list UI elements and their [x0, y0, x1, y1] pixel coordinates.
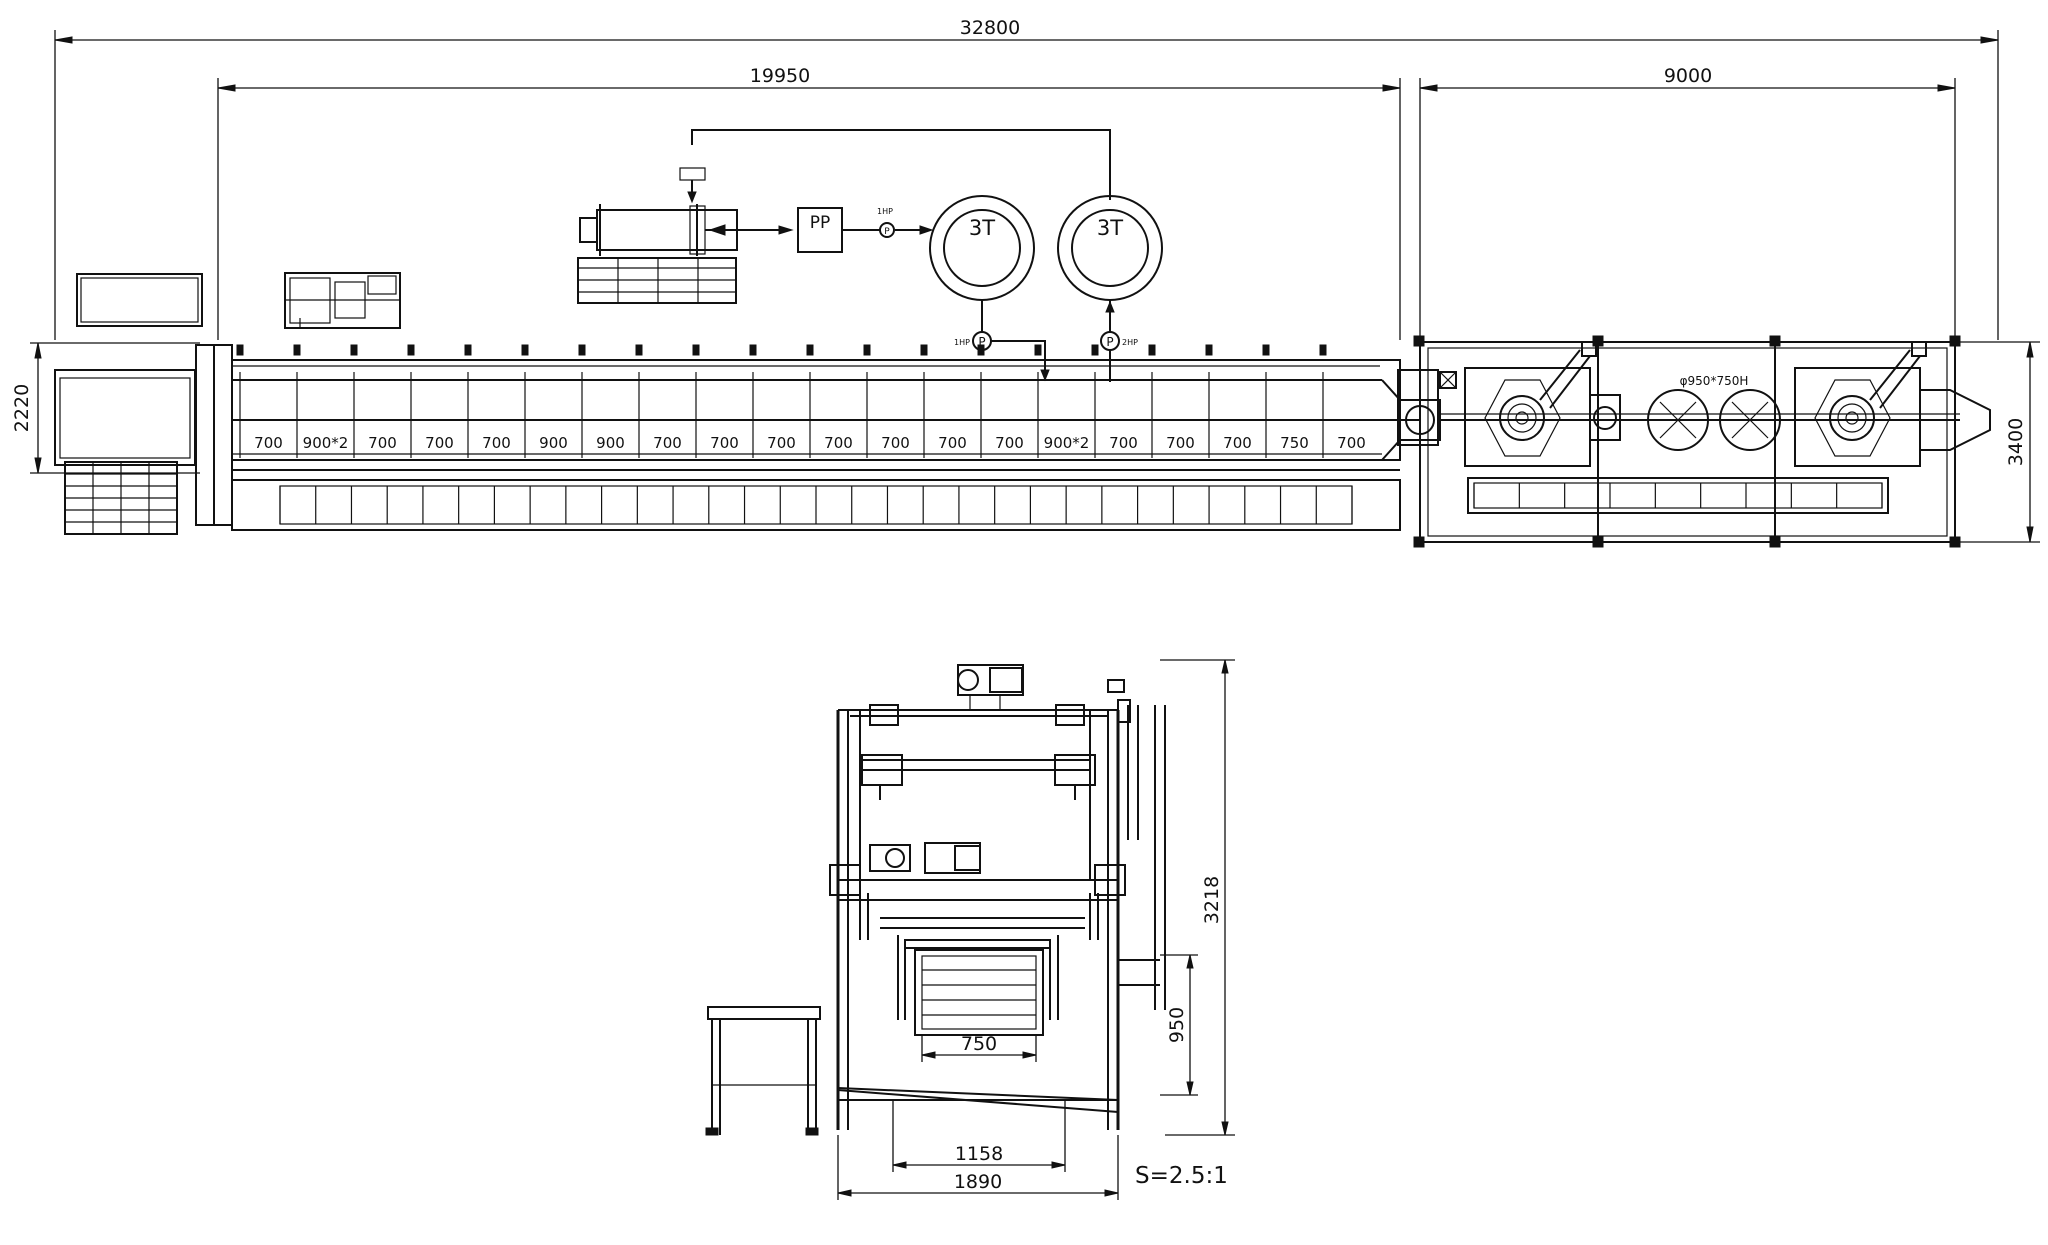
bath-dimension: 700 [482, 434, 511, 452]
tank-post [635, 344, 643, 356]
dimension-basket-height: 950 [1160, 954, 1198, 1096]
pump-2hp-hp: 2HP [1122, 338, 1138, 347]
scale-note: S=2.5:1 [1135, 1163, 1228, 1189]
dimension-total-height: 3218 [1160, 659, 1235, 1136]
bottom-rack [231, 479, 1401, 531]
dimension-overall: 32800 [54, 17, 1999, 340]
bath-dimension: 700 [1166, 434, 1195, 452]
pump-2hp: P 2HP [1100, 300, 1138, 382]
dimension-left-section-value: 19950 [750, 65, 810, 87]
tank-post [920, 344, 928, 356]
pump-1hp-label: P [978, 335, 985, 349]
dimension-right-height: 3400 [1960, 341, 2040, 543]
dimension-outer-width: 1890 [837, 1135, 1119, 1200]
bath-dimension: 900*2 [1044, 434, 1090, 452]
roller-pair: φ950*750H [1647, 374, 1781, 451]
side-table [705, 1006, 821, 1136]
dimension-outer-width-value: 1890 [954, 1171, 1002, 1193]
tank-post [1034, 344, 1042, 356]
plan-view: 32800 19950 9000 2220 [11, 17, 2040, 548]
dimension-overall-value: 32800 [960, 17, 1020, 39]
dimension-inner-width: 1158 [892, 1100, 1066, 1172]
dimension-right-height-value: 3400 [2005, 418, 2027, 466]
tank-post [1091, 344, 1099, 356]
bath-dimension: 700 [881, 434, 910, 452]
dimension-left-height-value: 2220 [11, 384, 33, 432]
dimension-total-height-value: 3218 [1201, 876, 1223, 924]
pump-1hp-hp: 1HP [954, 338, 970, 347]
tank-right: 3T [1057, 195, 1163, 301]
control-panel [76, 273, 203, 327]
pump-1hp: P 1HP [954, 300, 1050, 382]
bath-dimension: 900*2 [303, 434, 349, 452]
tank-post [1148, 344, 1156, 356]
tank-post [1262, 344, 1270, 356]
lifting-arms [859, 754, 1099, 940]
rectifier-unit [284, 272, 401, 329]
dimension-right-section: 9000 [1419, 65, 1956, 340]
machine-frame [836, 679, 1166, 1130]
bath-dimension: 700 [767, 434, 796, 452]
filter-unit: PP [797, 207, 934, 253]
bath-dimension: 700 [425, 434, 454, 452]
bath-dimension: 700 [368, 434, 397, 452]
tank-partitions [236, 344, 1327, 458]
dimension-basket-width: 750 [921, 1033, 1037, 1062]
tank-post [692, 344, 700, 356]
basket [880, 917, 1085, 1036]
top-motor [850, 664, 1108, 726]
bath-dimension: 700 [710, 434, 739, 452]
bath-dimension-labels: 700 900*2 700 700 700 900 900 700 700 700 700 700 70… [254, 434, 1366, 452]
pump-inline-label: P [884, 227, 890, 237]
tank-post [350, 344, 358, 356]
dimension-basket-width-value: 750 [961, 1033, 997, 1055]
dimension-right-section-value: 9000 [1664, 65, 1712, 87]
dimension-left-height: 2220 [11, 342, 200, 474]
bath-dimension: 700 [1109, 434, 1138, 452]
bath-dimension: 700 [254, 434, 283, 452]
blower-unit [577, 167, 794, 304]
pump-inline-hp: 1HP [877, 207, 893, 216]
tank-post [236, 344, 244, 356]
bath-dimension: 700 [1337, 434, 1366, 452]
loading-station [54, 344, 233, 535]
tank-left: 3T [929, 195, 1035, 301]
tank-line-frame [231, 359, 1420, 471]
tank-post [1319, 344, 1327, 356]
tank-post [977, 344, 985, 356]
bath-dimension: 700 [1223, 434, 1252, 452]
bath-dimension: 700 [995, 434, 1024, 452]
tank-post [407, 344, 415, 356]
return-pipe [691, 129, 1111, 200]
bath-dimension: 700 [824, 434, 853, 452]
tank-right-label: 3T [1097, 216, 1123, 240]
tank-post [521, 344, 529, 356]
tank-post [578, 344, 586, 356]
bath-dimension: 700 [653, 434, 682, 452]
bath-dimension: 750 [1280, 434, 1309, 452]
bath-dimension: 700 [938, 434, 967, 452]
tank-post [464, 344, 472, 356]
pump-inline: P 1HP [877, 207, 895, 238]
dimension-left-section: 19950 [217, 65, 1401, 340]
drying-section: φ950*750H [1397, 335, 1991, 548]
roller-spec: φ950*750H [1680, 374, 1749, 388]
bath-dimension: 900 [596, 434, 625, 452]
pump-2hp-label: P [1106, 335, 1113, 349]
tank-post [1205, 344, 1213, 356]
dimension-basket-height-value: 950 [1166, 1007, 1188, 1043]
bath-dimension: 900 [539, 434, 568, 452]
tank-post [806, 344, 814, 356]
mid-motor [829, 842, 1126, 896]
tank-post [749, 344, 757, 356]
tank-left-label: 3T [969, 216, 995, 240]
front-view: 750 950 3218 1158 [705, 659, 1235, 1200]
filter-label: PP [810, 213, 831, 233]
tank-post [863, 344, 871, 356]
tank-post [293, 344, 301, 356]
dimension-inner-width-value: 1158 [955, 1143, 1003, 1165]
